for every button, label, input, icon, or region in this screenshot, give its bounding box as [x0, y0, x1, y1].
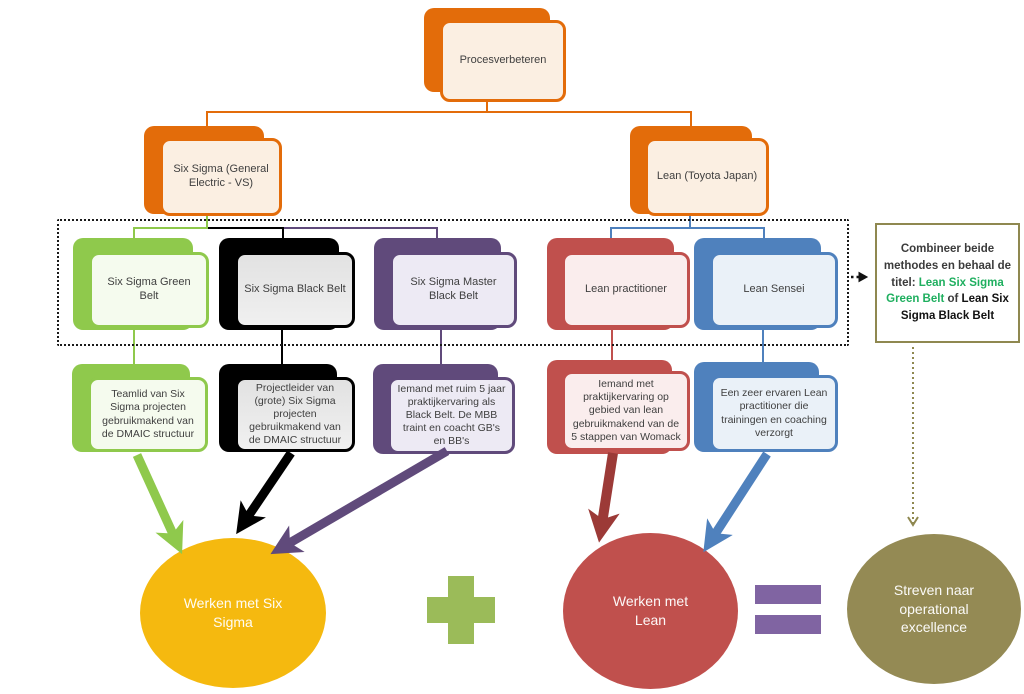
- desc-green-text: Teamlid van Six Sigma projecten gebruikm…: [101, 388, 195, 440]
- desc-blue-text: Een zeer ervaren Lean practitioner die t…: [720, 387, 828, 439]
- combine-note-box: Combineer beide methodes en behaal de ti…: [875, 223, 1020, 343]
- connector-root-horizontal: [206, 111, 692, 113]
- desc-black-box: Projectleider van (grote) Six Sigma proj…: [235, 377, 355, 452]
- combine-note-text: Combineer beide methodes en behaal de ti…: [883, 241, 1012, 324]
- equals-icon: [755, 615, 821, 634]
- root-box-label: Procesverbeteren: [459, 54, 547, 67]
- connector-sixsigma-stub: [206, 216, 208, 229]
- connector-to-blackbelt: [282, 227, 284, 240]
- red-practitioner-arrow: [588, 452, 620, 543]
- connector-blackbelt-desc: [281, 328, 283, 377]
- operational-excellence-circle: Streven naar operational excellence: [847, 534, 1021, 684]
- werken-met-six-sigma-label: Werken met Six Sigma: [183, 595, 283, 630]
- belt-red-box: Lean practitioner: [562, 252, 690, 328]
- belt-purple-box: Six Sigma Master Black Belt: [390, 252, 517, 328]
- werken-met-six-sigma-circle: Werken met Six Sigma: [140, 538, 326, 688]
- blue-sensei-arrow: [703, 451, 771, 553]
- desc-purple-box: Iemand met ruim 5 jaar praktijkervaring …: [388, 377, 515, 454]
- belt-green-label: Six Sigma Green Belt: [107, 276, 191, 302]
- belt-black-box: Six Sigma Black Belt: [235, 252, 355, 328]
- belt-black-label: Six Sigma Black Belt: [244, 283, 346, 296]
- desc-purple-text: Iemand met ruim 5 jaar praktijkervaring …: [397, 382, 506, 448]
- connector-lean-stub: [689, 216, 691, 229]
- combine-note-green-title: Lean Six Sigma Green Belt: [886, 276, 1004, 306]
- combine-note-prefix: Combineer beide methodes en behaal de ti…: [883, 243, 1012, 289]
- belt-green-box: Six Sigma Green Belt: [89, 252, 209, 328]
- connector-sensei-desc: [762, 328, 764, 375]
- branch-lean-label: Lean (Toyota Japan): [656, 170, 758, 183]
- connector-root-to-sixsigma: [206, 111, 208, 127]
- connector-root-to-lean: [690, 111, 692, 127]
- connector-masterblackbelt-desc: [440, 328, 442, 377]
- connector-to-sensei: [763, 227, 765, 240]
- branch-lean-box: Lean (Toyota Japan): [645, 138, 769, 216]
- connector-to-practitioner: [610, 227, 612, 240]
- equals-icon: [755, 585, 821, 604]
- belt-blue-label: Lean Sensei: [743, 283, 805, 296]
- connector-sixsigma-green-horizontal: [133, 227, 208, 229]
- plus-icon: [448, 576, 474, 644]
- connector-greenbelt-desc: [133, 328, 135, 377]
- connector-to-masterblackbelt: [436, 227, 438, 240]
- connector-sixsigma-black-horizontal: [206, 227, 284, 229]
- connector-root-stub: [486, 100, 488, 112]
- belt-red-label: Lean practitioner: [585, 283, 667, 296]
- black-belt-arrow: [236, 450, 295, 535]
- operational-excellence-label: Streven naar operational excellence: [893, 581, 975, 636]
- werken-met-lean-label: Werken met Lean: [612, 593, 689, 628]
- desc-red-text: Iemand met praktijkervaring op gebied va…: [571, 378, 681, 443]
- purple-belt-arrow: [270, 447, 450, 555]
- combine-note-black-title: Lean Six Sigma Black Belt: [900, 293, 1009, 322]
- branch-six-sigma-box: Six Sigma (General Electric - VS): [160, 138, 282, 216]
- desc-blue-box: Een zeer ervaren Lean practitioner die t…: [710, 375, 838, 452]
- desc-black-text: Projectleider van (grote) Six Sigma proj…: [248, 381, 342, 447]
- belt-purple-label: Six Sigma Master Black Belt: [410, 276, 497, 302]
- connector-lean-horizontal: [610, 227, 765, 229]
- connector-practitioner-desc: [611, 328, 613, 371]
- desc-green-box: Teamlid van Six Sigma projecten gebruikm…: [88, 377, 208, 452]
- belts-dotted-frame: [57, 219, 849, 346]
- green-belt-arrow: [132, 453, 184, 555]
- branch-six-sigma-label: Six Sigma (General Electric - VS): [173, 163, 269, 189]
- werken-met-lean-circle: Werken met Lean: [563, 533, 738, 689]
- connector-to-greenbelt: [133, 227, 135, 240]
- connector-sixsigma-purple-horizontal: [206, 227, 438, 229]
- root-box: Procesverbeteren: [440, 20, 566, 102]
- belt-blue-box: Lean Sensei: [710, 252, 838, 328]
- desc-red-box: Iemand met praktijkervaring op gebied va…: [562, 371, 690, 451]
- combine-note-connector-word: of: [944, 293, 962, 306]
